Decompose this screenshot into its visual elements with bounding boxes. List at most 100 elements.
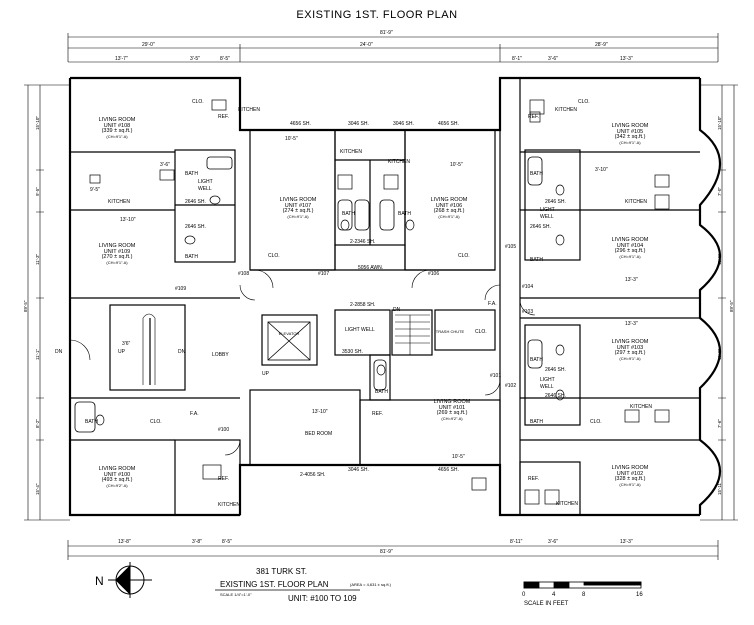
label-dn-entry: DN [55, 349, 63, 355]
label-kitchen-105: KITCHEN [555, 107, 577, 113]
dim-right-6: 15'-11" [717, 481, 722, 495]
label-well-right-top: WELL [540, 214, 554, 220]
label-bath-104: BATH [530, 257, 543, 263]
dim-bot-sub-4: 8'-11" [510, 539, 523, 545]
label-clo-102: CLO. [590, 419, 602, 425]
label-ref-102: REF. [528, 476, 539, 482]
label-door-107: #107 [318, 271, 330, 277]
label-well-left: WELL [198, 186, 212, 192]
title-block-scale-note: SCALE 1/4"=1'-0" [220, 592, 252, 597]
label-bath-100: BATH [85, 419, 98, 425]
dim-top-sub-1: 13'-7" [115, 56, 128, 62]
dim-right-1: 15'-10" [717, 116, 722, 130]
label-well-right-bot: WELL [540, 384, 554, 390]
label-bath-101: BATH [375, 389, 388, 395]
dim-top-left: 29'-0" [142, 42, 155, 48]
title-block-address: 381 TURK ST. [256, 567, 307, 576]
dim-right-2: 7'-0" [717, 187, 722, 196]
label-sh-2346: 2-2346 SH. [350, 239, 376, 245]
dim-top-sub-2: 3'-5" [190, 56, 200, 62]
dim-k-right-3: 13'-3" [625, 277, 638, 283]
label-door-101: #101 [490, 373, 502, 379]
scale-tick-0: 0 [522, 592, 526, 598]
label-kitchen-104: KITCHEN [625, 199, 647, 205]
label-door-104: #104 [522, 284, 534, 290]
dim-left-6: 15'-4" [35, 483, 40, 495]
scale-tick-16: 16 [636, 592, 643, 598]
label-light-right-top: LIGHT [540, 207, 555, 213]
label-sh-4656-a: 4656 SH. [290, 121, 311, 127]
label-clo-108: CLO. [192, 99, 204, 105]
dim-k-right-4: 13'-3" [625, 321, 638, 327]
label-bath-102: BATH [530, 419, 543, 425]
dim-bed-w: 13'-10" [312, 409, 328, 415]
dim-bot-sub-5: 3'-6" [548, 539, 558, 545]
label-clo-105: CLO. [578, 99, 590, 105]
label-sh-2646-d: 2646 SH. [530, 224, 551, 230]
label-ref-105: REF. [528, 114, 539, 120]
label-up-stair: UP [118, 349, 125, 355]
label-sh-2646-e: 2646 SH. [545, 367, 566, 373]
label-kitchen-100: KITCHEN [218, 502, 240, 508]
label-trash-chute: TRASH CHUTE [435, 329, 465, 334]
dim-top-sub-5: 3'-6" [548, 56, 558, 62]
label-sh-2646-c: 2646 SH. [545, 199, 566, 205]
dim-right-3: 11'-5" [717, 253, 722, 265]
label-bath-105: BATH [530, 171, 543, 177]
label-sh-3046-a: 3046 SH. [348, 121, 369, 127]
dim-top-sub-4: 8'-1" [512, 56, 522, 62]
label-fa-right: F.A. [488, 301, 497, 307]
label-dn-back: DN [393, 307, 401, 313]
dim-unit-106-w: 10'-5" [450, 162, 463, 168]
label-kitchen-106: KITCHEN [388, 159, 410, 165]
label-door-102: #102 [505, 383, 517, 389]
label-sh-2858: 2-2858 SH. [350, 302, 376, 308]
label-bath-108: BATH [185, 171, 198, 177]
title-block-plan-title: EXISTING 1ST. FLOOR PLAN [220, 580, 329, 589]
label-light-left: LIGHT [198, 179, 213, 185]
dim-stair: 3'6" [122, 341, 131, 347]
dim-kit-w2: 3'-6" [160, 162, 170, 168]
label-clo-106: CLO. [458, 253, 470, 259]
dim-right-4: 11'-0" [717, 348, 722, 360]
label-light-well-center: LIGHT WELL [345, 327, 375, 333]
label-fa-left: F.A. [190, 411, 199, 417]
label-sh-4056: 2-4056 SH. [300, 472, 326, 478]
label-ref-100: REF. [218, 476, 229, 482]
dim-overall-width-bottom: 81'-9" [380, 549, 393, 555]
north-label: N [95, 574, 104, 588]
label-door-109: #109 [175, 286, 187, 292]
label-kitchen-108: KITCHEN [238, 107, 260, 113]
label-clo-101: CLO. [475, 329, 487, 335]
label-bath-107: BATH [342, 211, 355, 217]
dim-top-right: 28'-9" [595, 42, 608, 48]
label-door-100: #100 [218, 427, 230, 433]
scale-label: SCALE IN FEET [524, 601, 569, 607]
title-block-units: UNIT: #100 TO 109 [288, 594, 357, 603]
dim-top-mid: 24'-0" [360, 42, 373, 48]
dim-left-3: 11'-3" [35, 253, 40, 265]
label-sh-3530: 3530 SH. [342, 349, 363, 355]
label-dn-stair: DN [178, 349, 186, 355]
label-sh-2646-f: 2646 SH. [545, 393, 566, 399]
label-elevator: ELEVATOR [278, 331, 300, 336]
dim-bot-sub-1: 13'-8" [118, 539, 131, 545]
title-block-area: (AREA = 4,631 ± sq.ft.) [350, 582, 391, 587]
label-clo-100: CLO. [150, 419, 162, 425]
dim-left-2: 9'-5" [35, 187, 40, 196]
label-door-103: #103 [522, 309, 534, 315]
label-ref-108: REF. [218, 114, 229, 120]
label-sh-3046-b: 3046 SH. [393, 121, 414, 127]
label-door-108: #108 [238, 271, 250, 277]
dim-unit-101-w: 10'-5" [452, 454, 465, 460]
label-kitchen-107: KITCHEN [340, 149, 362, 155]
